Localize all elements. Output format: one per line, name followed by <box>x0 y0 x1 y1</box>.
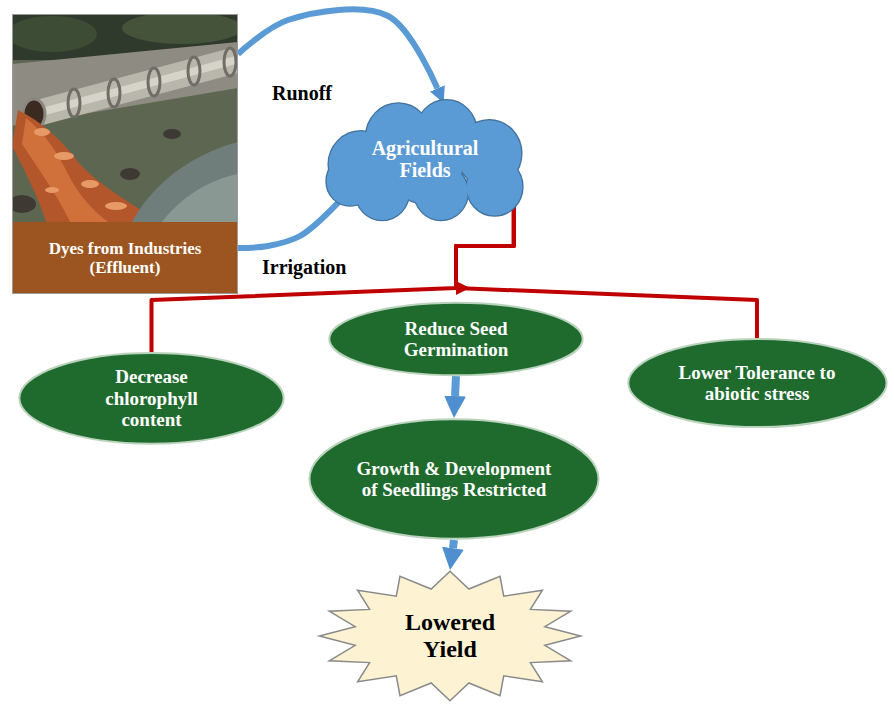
cloud-node: Agricultural Fields <box>318 98 532 220</box>
node-label: Decrease chlorophyll content <box>87 366 217 430</box>
node-label: Lower Tolerance to abiotic stress <box>664 362 849 405</box>
node-text-group: Lowered Yield <box>390 609 510 663</box>
node-text-group: Decrease chlorophyll content <box>87 366 217 430</box>
connector <box>453 540 454 548</box>
connector <box>238 202 338 248</box>
ellipse-node: Reduce Seed Germination <box>328 302 584 376</box>
effect-ellipse <box>19 353 283 444</box>
ellipse-node: Decrease chlorophyll content <box>18 352 285 445</box>
node-text-group: Agricultural Fields <box>355 137 495 182</box>
cloud-fill <box>327 100 523 220</box>
edge-label: Irrigation <box>262 256 346 278</box>
connector <box>238 9 437 88</box>
node-label: Agricultural Fields <box>355 137 495 182</box>
effluent-photo <box>12 14 238 222</box>
cloud-outline <box>327 100 523 220</box>
star-node: Lowered Yield <box>318 570 582 702</box>
photo-frame <box>13 15 238 294</box>
effect-ellipse <box>329 303 582 376</box>
ellipse-node: Lower Tolerance to abiotic stress <box>627 338 888 428</box>
effect-ellipse <box>309 419 598 539</box>
band-fill <box>12 222 238 294</box>
connector <box>451 376 460 396</box>
node-label: Growth & Development of Seedlings Restri… <box>354 458 554 501</box>
starburst <box>319 571 580 700</box>
node-text-group: Dyes from Industries (Effluent) <box>25 239 225 277</box>
node-label: Dyes from Industries (Effluent) <box>25 239 225 277</box>
band-node: Dyes from Industries (Effluent) <box>12 14 238 294</box>
node-label: Reduce Seed Germination <box>381 318 531 361</box>
effect-ellipse <box>628 339 886 427</box>
node-label: Lowered Yield <box>390 609 510 663</box>
node-text-group: Growth & Development of Seedlings Restri… <box>354 458 554 501</box>
node-text-group: Lower Tolerance to abiotic stress <box>664 362 849 405</box>
ellipse-node: Growth & Development of Seedlings Restri… <box>308 418 600 540</box>
edge-label: Runoff <box>272 82 332 104</box>
node-text-group: Reduce Seed Germination <box>381 318 531 361</box>
